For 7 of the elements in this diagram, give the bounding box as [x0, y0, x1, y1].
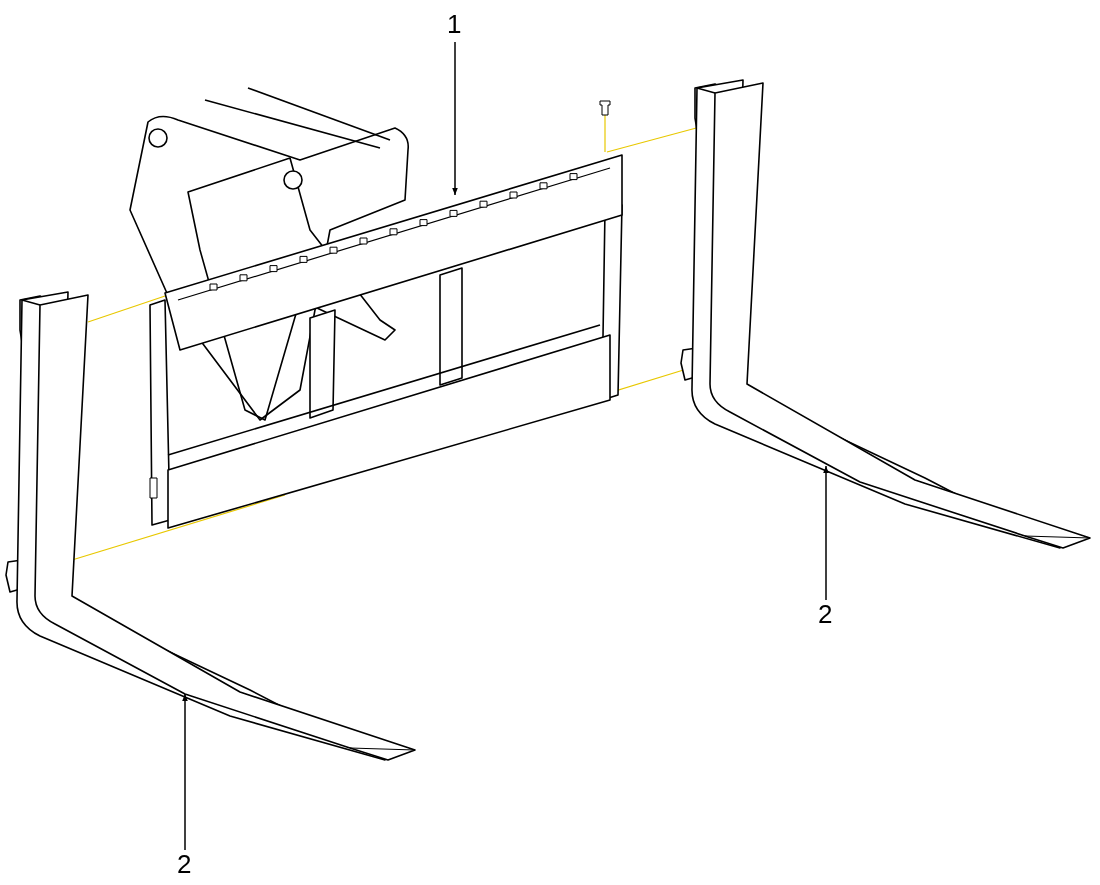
leader-line [182, 693, 188, 851]
callout-number: 1 [447, 10, 462, 38]
leader-line [823, 465, 829, 601]
leader-line [452, 41, 458, 196]
callout-number: 2 [177, 850, 192, 878]
callout-number: 2 [818, 600, 833, 628]
fork-drawing [2, 288, 418, 763]
